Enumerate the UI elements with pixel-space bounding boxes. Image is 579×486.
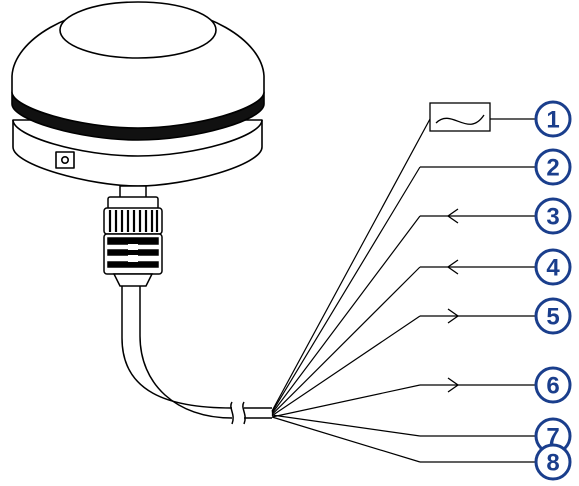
callout-number: 7 bbox=[546, 424, 559, 451]
wire-2-diagonal bbox=[271, 166, 421, 413]
connector-strain-relief bbox=[112, 273, 154, 287]
cable bbox=[121, 286, 272, 425]
callout-5: 5 bbox=[534, 297, 572, 335]
output-arrow-icon bbox=[447, 308, 460, 324]
callout-number: 5 bbox=[546, 304, 559, 331]
fuse-box bbox=[429, 102, 491, 132]
callout-circle bbox=[534, 366, 572, 404]
callout-circle bbox=[534, 197, 572, 235]
input-arrow-icon bbox=[446, 208, 459, 224]
callout-4: 4 bbox=[534, 248, 572, 286]
antenna-top-cap bbox=[59, 1, 217, 59]
wire-4-diagonal bbox=[271, 266, 421, 416]
cable-edge-lower bbox=[139, 286, 233, 419]
callout-2: 2 bbox=[534, 148, 572, 186]
wire-6-diagonal bbox=[271, 384, 421, 418]
callout-number: 8 bbox=[546, 450, 559, 477]
callout-6: 6 bbox=[534, 366, 572, 404]
callout-3: 3 bbox=[534, 197, 572, 235]
callout-7: 7 bbox=[534, 417, 572, 455]
callout-group: 1 2 3 4 5 6 78 bbox=[534, 100, 572, 481]
callout-circle bbox=[534, 443, 572, 481]
callout-circle bbox=[534, 148, 572, 186]
wire-1-diagonal bbox=[271, 118, 431, 412]
wire-3-diagonal bbox=[271, 215, 421, 414]
antenna-band-line bbox=[12, 119, 263, 157]
connector-band-3 bbox=[107, 261, 159, 268]
fuse-symbol-icon bbox=[429, 102, 491, 132]
connector-band-1 bbox=[107, 237, 159, 245]
callout-circle bbox=[534, 248, 572, 286]
callout-8: 8 bbox=[534, 443, 572, 481]
cable-connector bbox=[103, 185, 163, 287]
connector-collar bbox=[107, 196, 159, 210]
callout-circle bbox=[534, 100, 572, 138]
input-arrow-icon bbox=[446, 259, 459, 275]
connector-neck bbox=[119, 185, 147, 199]
knurl-lines bbox=[108, 210, 159, 232]
callout-number: 4 bbox=[546, 255, 560, 282]
fuse-wave bbox=[435, 114, 485, 125]
connector-band-2 bbox=[107, 249, 159, 256]
mount-screw bbox=[60, 156, 69, 165]
wire-group bbox=[271, 102, 536, 463]
wire-7-diagonal bbox=[271, 414, 421, 437]
cable-break-mark-left bbox=[230, 401, 234, 425]
cable-break-mark-right bbox=[242, 401, 246, 425]
callout-number: 2 bbox=[546, 155, 559, 182]
callout-circle bbox=[534, 297, 572, 335]
wire-8-diagonal bbox=[271, 416, 421, 463]
output-arrow-icon bbox=[447, 377, 460, 393]
connector-gap-2 bbox=[128, 255, 138, 262]
callout-number: 3 bbox=[546, 204, 559, 231]
wire-5-diagonal bbox=[271, 315, 421, 417]
callout-number: 6 bbox=[546, 373, 559, 400]
callout-1: 1 bbox=[534, 100, 572, 138]
antenna-device bbox=[11, 1, 265, 187]
connector-gap-1 bbox=[128, 244, 138, 250]
callout-number: 1 bbox=[546, 107, 559, 134]
cable-edge-upper bbox=[121, 286, 233, 409]
